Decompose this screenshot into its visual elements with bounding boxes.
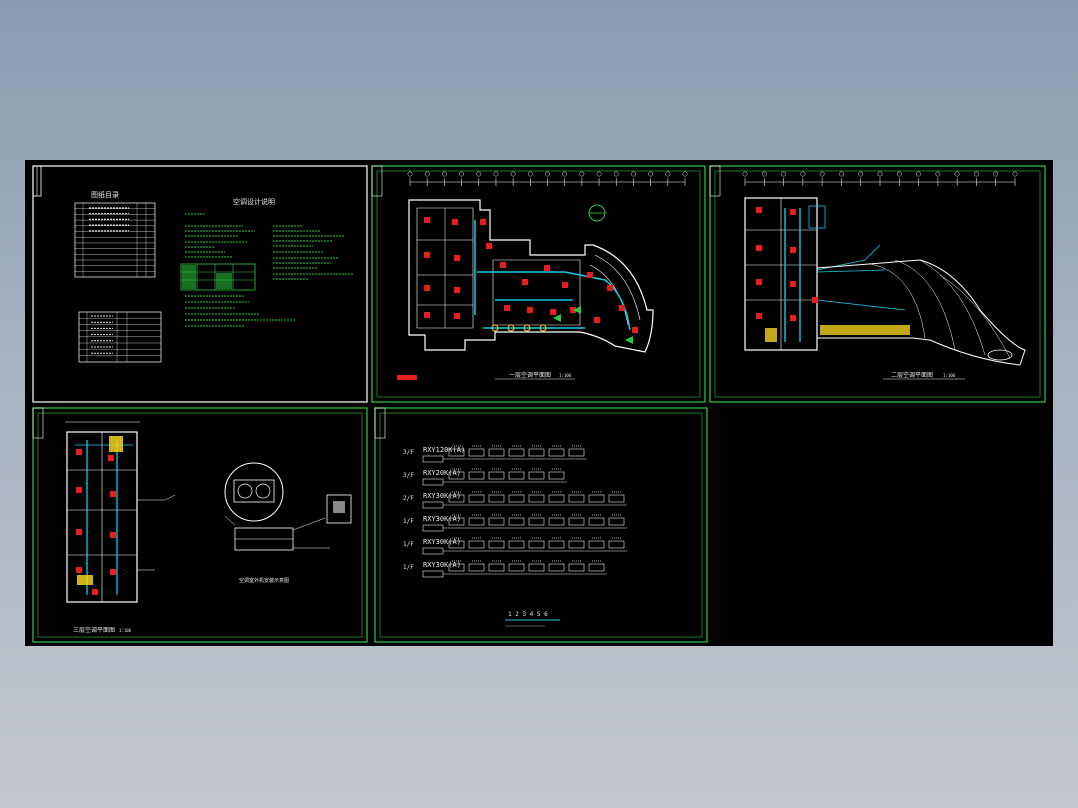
system-indoor-unit (488, 448, 505, 457)
outdoor-unit-detail: 空调室外机安装示意图 (224, 462, 352, 584)
sheet-third-floor-plan[interactable]: 三层空调平面图 1:100 空调室外机安装示意图 (32, 407, 368, 643)
notes-title: 空调设计说明 (233, 197, 275, 206)
equipment-table (78, 311, 162, 363)
system-model-label: RXY20K(A) (423, 469, 461, 477)
system-indoor-unit (508, 563, 525, 572)
system-model-label: RXY30K(A) (423, 561, 461, 569)
system-model-label: RXY30K(A) (423, 538, 461, 546)
system-indoor-unit (528, 540, 545, 549)
system-model-label: RXY120K(A) (423, 446, 465, 454)
system-floor-label: 3/F (403, 449, 414, 456)
system-indoor-unit (448, 540, 465, 549)
sheet-drawing-list-notes[interactable]: 图纸目录 空调设计说明 (32, 165, 368, 403)
system-indoor-unit (608, 517, 625, 526)
system-indoor-unit (568, 494, 585, 503)
system-indoor-unit (468, 563, 485, 572)
system-floor-label: 1/F (403, 541, 414, 548)
first-floor-plan-scale: 1:100 (559, 373, 572, 378)
system-legend: 1 2 3 4 5 6 (508, 611, 548, 618)
drawing-list-title: 图纸目录 (91, 190, 119, 199)
system-indoor-unit (488, 540, 505, 549)
legend-table (180, 263, 256, 291)
system-indoor-unit (488, 494, 505, 503)
system-indoor-unit (548, 448, 565, 457)
system-indoor-unit (508, 540, 525, 549)
second-floor-plan-title: 二层空调平面图 (891, 371, 933, 379)
indoor-units-group (76, 449, 116, 595)
detail-title: 空调室外机安装示意图 (239, 577, 289, 584)
cad-model-space[interactable]: 图纸目录 空调设计说明 (25, 160, 1053, 646)
system-indoor-unit (588, 540, 605, 549)
system-indoor-unit (528, 517, 545, 526)
system-indoor-unit (608, 494, 625, 503)
indoor-units-group (756, 207, 818, 321)
system-indoor-unit (448, 494, 465, 503)
system-model-label: RXY30K(A) (423, 492, 461, 500)
sheet-second-floor-plan[interactable]: 二层空调平面图 1:100 (709, 165, 1046, 403)
system-indoor-unit (468, 471, 485, 480)
system-model-label: RXY30K(A) (423, 515, 461, 523)
system-indoor-unit (528, 448, 545, 457)
system-floor-label: 1/F (403, 518, 414, 525)
system-indoor-unit (568, 540, 585, 549)
system-indoor-unit (588, 517, 605, 526)
third-floor-plan-scale: 1:100 (119, 628, 132, 633)
system-indoor-unit (468, 517, 485, 526)
system-indoor-unit (528, 471, 545, 480)
system-indoor-unit (548, 471, 565, 480)
system-indoor-unit (588, 494, 605, 503)
system-indoor-unit (468, 540, 485, 549)
system-indoor-unit (488, 471, 505, 480)
system-indoor-unit (448, 471, 465, 480)
system-indoor-unit (588, 563, 605, 572)
indoor-units-group (424, 217, 638, 333)
system-indoor-unit (448, 517, 465, 526)
system-indoor-unit (568, 517, 585, 526)
design-notes-text (185, 213, 353, 327)
system-indoor-unit (508, 494, 525, 503)
system-indoor-unit (488, 517, 505, 526)
system-indoor-unit (448, 448, 465, 457)
system-indoor-unit (508, 517, 525, 526)
second-floor-plan-scale: 1:100 (943, 373, 956, 378)
sheet-system-diagram[interactable]: 3/F RXY120K(A) 3/F RXY20K(A) 2/F RXY30K(A) 1/F… (374, 407, 708, 643)
system-indoor-unit (508, 448, 525, 457)
system-indoor-unit (528, 494, 545, 503)
system-indoor-unit (448, 563, 465, 572)
system-indoor-unit (468, 448, 485, 457)
system-indoor-unit (568, 563, 585, 572)
system-indoor-unit (548, 494, 565, 503)
system-indoor-unit (548, 517, 565, 526)
system-indoor-unit (468, 494, 485, 503)
system-floor-label: 2/F (403, 495, 414, 502)
system-floor-label: 1/F (403, 564, 414, 571)
system-indoor-unit (548, 540, 565, 549)
system-indoor-unit (608, 540, 625, 549)
system-indoor-unit (528, 563, 545, 572)
system-floor-label: 3/F (403, 472, 414, 479)
system-indoor-unit (568, 448, 585, 457)
sheet-first-floor-plan[interactable]: 一层空调平面图 1:100 (371, 165, 706, 403)
system-indoor-unit (508, 471, 525, 480)
system-indoor-unit (548, 563, 565, 572)
drawing-list-table (74, 202, 156, 278)
north-arrow-icon (588, 204, 606, 222)
system-indoor-unit (488, 563, 505, 572)
third-floor-plan-title: 三层空调平面图 (73, 626, 115, 634)
first-floor-plan-title: 一层空调平面图 (509, 371, 551, 379)
